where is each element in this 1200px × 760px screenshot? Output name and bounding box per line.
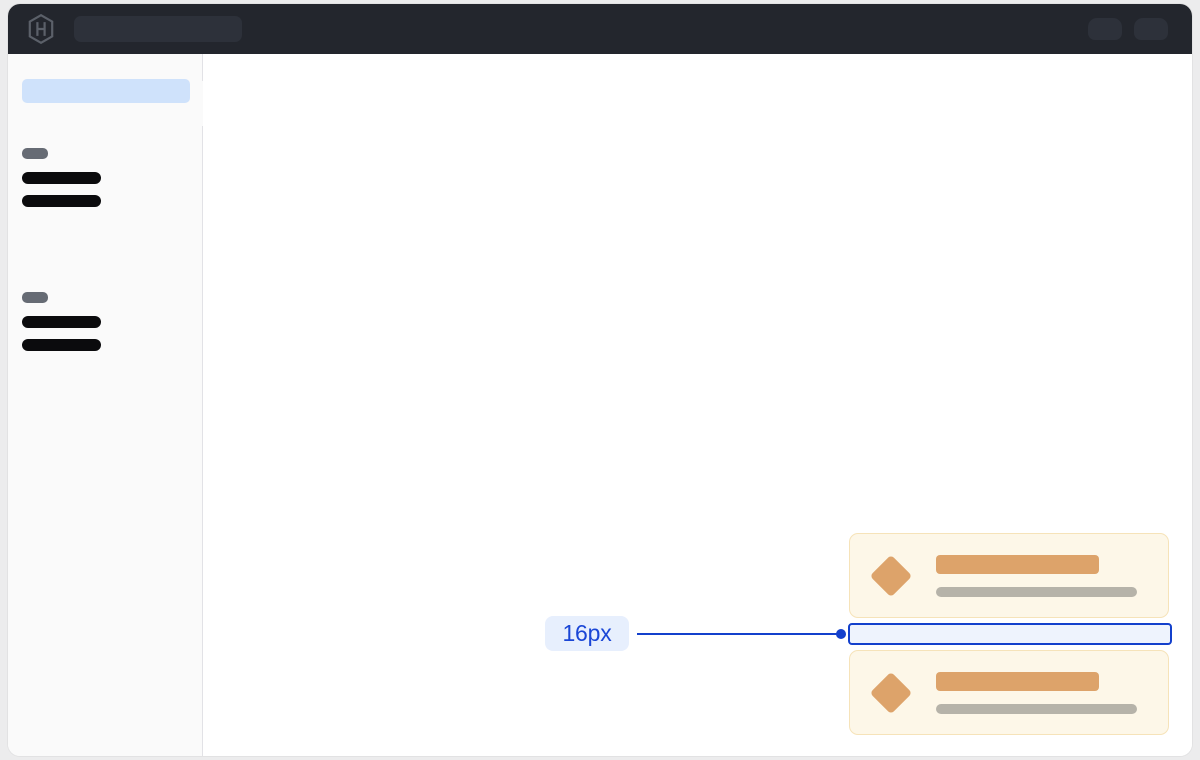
card-item-2[interactable] — [849, 650, 1169, 735]
avatar-skeleton-1[interactable] — [1088, 18, 1122, 40]
sidebar — [8, 54, 218, 756]
measurement-label: 16px — [545, 616, 629, 651]
card-1-content — [936, 554, 1152, 597]
app-body: 16px — [8, 54, 1192, 756]
search-input[interactable] — [74, 16, 242, 42]
sidebar-item-1-2[interactable] — [22, 195, 101, 207]
card-1-secondary-line — [936, 586, 1137, 597]
main-canvas: 16px — [203, 54, 1192, 756]
card-item-1[interactable] — [849, 533, 1169, 618]
sidebar-group-2-label — [22, 292, 48, 303]
diamond-icon — [869, 554, 913, 597]
leader-endpoint-dot — [836, 629, 846, 639]
sidebar-item-1-1[interactable] — [22, 172, 101, 184]
hexagon-logo-icon[interactable] — [28, 14, 54, 44]
card-1-primary-line — [936, 554, 1099, 574]
gap-measurement-box — [848, 623, 1172, 645]
card-2-primary-line — [936, 671, 1099, 691]
top-bar — [8, 4, 1192, 54]
card-2-secondary-line — [936, 703, 1137, 714]
top-bar-actions — [1088, 18, 1168, 40]
diamond-icon — [869, 671, 913, 714]
card-2-content — [936, 671, 1152, 714]
leader-line — [637, 633, 842, 635]
app-window: 16px — [8, 4, 1192, 756]
sidebar-item-active[interactable] — [22, 79, 190, 103]
sidebar-group-2 — [22, 292, 101, 351]
avatar-skeleton-2[interactable] — [1134, 18, 1168, 40]
sidebar-group-1-label — [22, 148, 48, 159]
sidebar-item-2-1[interactable] — [22, 316, 101, 328]
sidebar-item-2-2[interactable] — [22, 339, 101, 351]
sidebar-group-1 — [22, 148, 101, 207]
